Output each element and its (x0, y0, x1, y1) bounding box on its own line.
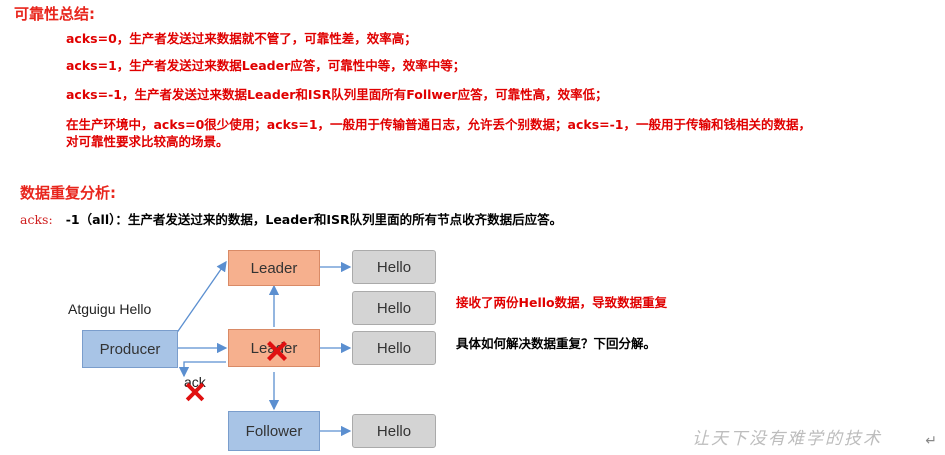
hello-box-2: Hello (352, 291, 436, 325)
watermark-slogan: 让天下没有难学的技术 (692, 429, 882, 449)
acks-prefix: acks: (20, 212, 53, 227)
duplicate-analysis-title: 数据重复分析: (20, 184, 116, 202)
arrow-producer-to-leader-top (175, 260, 227, 335)
next-part-note: 具体如何解决数据重复？下回分解。 (456, 336, 657, 351)
leader-box-top: Leader (228, 250, 320, 286)
arrow-ack-return (178, 361, 226, 378)
hello-box-1: Hello (352, 250, 436, 284)
acks1-line: acks=1，生产者发送过来数据Leader应答，可靠性中等，效率中等； (66, 58, 466, 73)
production-usage-line: 在生产环境中，acks=0很少使用；acks=1，一般用于传输普通日志，允许丢个… (66, 117, 811, 132)
reliability-summary-title: 可靠性总结: (14, 5, 95, 23)
acks-all-text: -1（all）：生产者发送过来的数据，Leader和ISR队列里面的所有节点收齐… (65, 212, 563, 227)
acks0-line: acks=0，生产者发送过来数据就不管了，可靠性差，效率高； (66, 31, 417, 46)
production-usage-line-2: 对可靠性要求比较高的场景。 (66, 134, 229, 149)
atguigu-hello-label: Atguigu Hello (68, 301, 152, 317)
hello-box-4: Hello (352, 414, 436, 448)
follower-box: Follower (228, 411, 320, 451)
paragraph-return-icon: ↵ (925, 433, 937, 449)
acks-all-description: acks: -1（all）：生产者发送过来的数据，Leader和ISR队列里面的… (20, 209, 562, 228)
producer-box: Producer (82, 330, 178, 368)
ack-failure-x-icon (185, 382, 205, 402)
duplicate-note: 接收了两份Hello数据，导致数据重复 (456, 295, 668, 310)
hello-box-3: Hello (352, 331, 436, 365)
failure-x-icon (267, 341, 287, 361)
acks-minus1-line: acks=-1，生产者发送过来数据Leader和ISR队列里面所有Follwer… (66, 87, 608, 102)
